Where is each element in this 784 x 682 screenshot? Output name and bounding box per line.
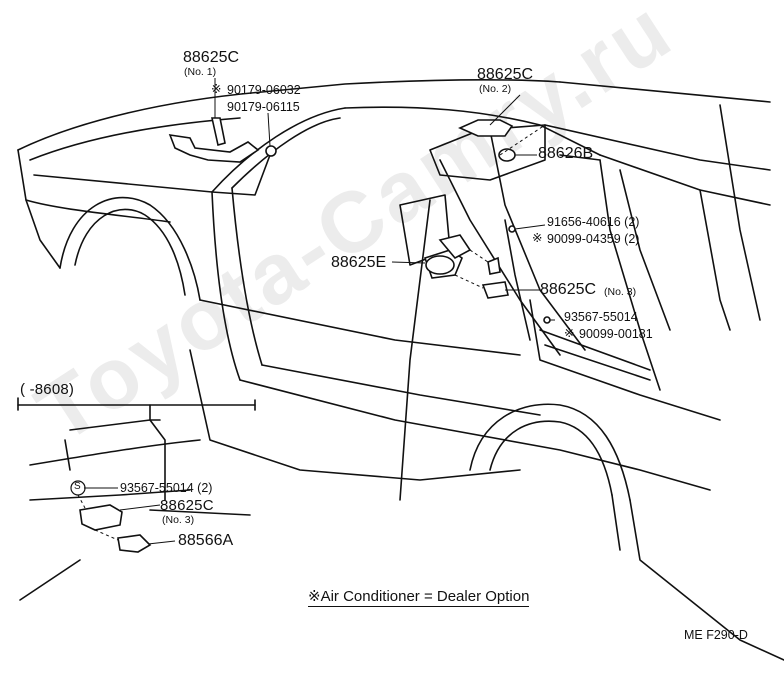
label-90179-06115: 90179-06115 xyxy=(227,100,300,114)
s-mark: S xyxy=(74,481,81,492)
mark-3: ※ xyxy=(564,326,575,340)
label-90099-00181: 90099-00181 xyxy=(579,327,653,341)
label-88625c-no2: 88625C xyxy=(477,66,534,83)
label-no1: (No. 1) xyxy=(184,66,217,78)
label-no3: (No. 3) xyxy=(604,286,637,298)
label-90179-06032: 90179-06032 xyxy=(227,83,301,97)
label-88626b: 88626B xyxy=(538,145,594,162)
label-88566a: 88566A xyxy=(178,532,234,549)
label-inset-93567-55014: 93567-55014 (2) xyxy=(120,481,213,495)
label-91656-40616: 91656-40616 (2) xyxy=(547,215,640,229)
label-93567-55014: 93567-55014 xyxy=(564,310,638,324)
figure-code: ME F290-D xyxy=(684,628,748,642)
note-mark: ※ xyxy=(308,588,321,605)
label-90099-04359: 90099-04359 (2) xyxy=(547,232,640,246)
label-inset-88625c: 88625C xyxy=(160,497,214,514)
label-88625c-no1: 88625C xyxy=(183,49,240,66)
label-inset-no3: (No. 3) xyxy=(162,514,195,526)
mark-1: ※ xyxy=(211,82,222,96)
label-88625e: 88625E xyxy=(331,254,387,271)
mark-2: ※ xyxy=(532,231,543,245)
label-88625c-no3: 88625C xyxy=(540,281,597,298)
label-no2: (No. 2) xyxy=(479,83,512,95)
note-text: Air Conditioner = Dealer Option xyxy=(320,588,530,605)
label-production-range: ( -8608) xyxy=(20,381,75,398)
dealer-option-note: ※Air Conditioner = Dealer Option xyxy=(308,588,530,607)
